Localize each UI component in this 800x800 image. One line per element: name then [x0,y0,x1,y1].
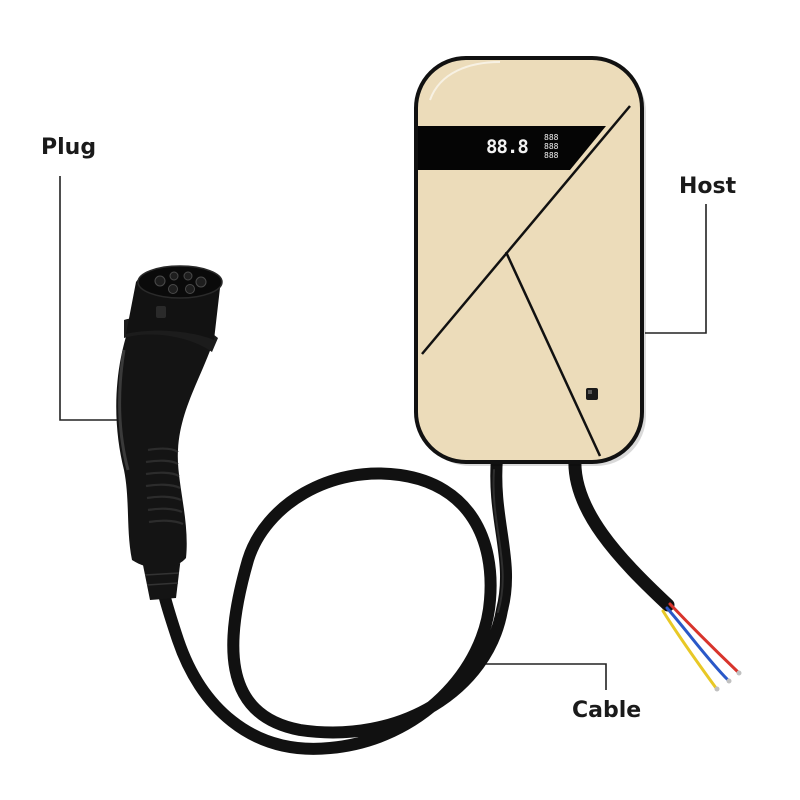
host-unit [414,56,646,466]
display-side-digits-2: 888 [544,142,559,151]
plug-callout-line [59,176,122,421]
host-label: Host [679,174,737,199]
plug-face [137,265,223,299]
main-cable [154,452,513,755]
display-side-digits-1: 888 [544,133,559,142]
cable-loop [154,452,513,755]
plug-unit [116,265,223,600]
wire-tips [714,670,742,692]
wire-blue [665,606,730,682]
host-body [414,56,644,464]
host-callout-line [645,204,707,334]
plug-label: Plug [41,135,97,160]
display-main-digits: 88.8 [486,136,529,158]
cable-callout-line [478,663,607,690]
display-panel [418,126,606,170]
plug-latch [156,306,166,318]
supply-cable-sheath [568,451,675,612]
plug-handle-highlight [118,349,130,471]
callout-lines [59,176,707,690]
cable-label: Cable [572,698,642,723]
host-rim [429,61,501,101]
panel-lines [421,105,631,457]
wire-red [668,602,740,674]
display-readout: 88.8 888 888 888 [486,134,576,162]
plug-pins [154,271,207,294]
status-led-glint [588,390,592,394]
plug-grip-ridges [145,447,184,526]
display-side-digits-3: 888 [544,151,559,160]
supply-cable [568,451,742,692]
wire-yellow [661,609,718,690]
cable-loop-highlight [492,469,504,613]
